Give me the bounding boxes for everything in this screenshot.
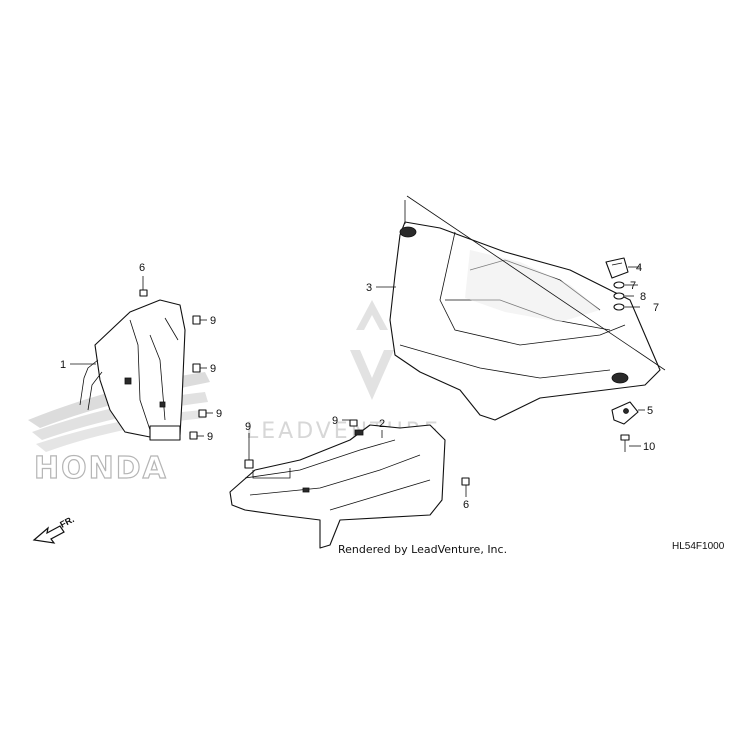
callout-10: 10 [643,441,655,453]
leader-lines [70,266,645,497]
callout-9-f: 9 [332,415,338,427]
part-1-side-panel [79,299,186,441]
render-credit: Rendered by LeadVenture, Inc. [338,543,507,556]
part-7-8-washers [613,281,625,311]
callout-1: 1 [60,359,66,371]
callout-4: 4 [636,262,642,274]
callout-9-e: 9 [245,421,251,433]
honda-logo-text: HONDA [34,451,168,486]
callout-7-a: 7 [630,280,636,292]
callout-7-b: 7 [653,302,659,314]
callout-5: 5 [647,405,653,417]
part-4-key [605,257,629,279]
part-9-clips [189,315,358,469]
callout-6-top-left: 6 [139,262,145,274]
part-3-hood-cover [389,195,666,421]
callout-9-c: 9 [216,408,222,420]
callout-2: 2 [379,418,385,430]
part-10-bolt [620,434,630,452]
callout-3: 3 [366,282,372,294]
diagram-code: HL54F1000 [672,541,725,552]
part-6-bolts [139,289,470,486]
callout-9-b: 9 [210,363,216,375]
part-5-clip [611,401,639,425]
front-label: FR. [58,514,75,530]
front-direction-arrow: FR. [32,514,76,544]
callout-9-a: 9 [210,315,216,327]
callout-8: 8 [640,291,646,303]
callout-9-d: 9 [207,431,213,443]
part-2-lower-bracket [229,424,446,549]
callout-6-bottom: 6 [463,499,469,511]
